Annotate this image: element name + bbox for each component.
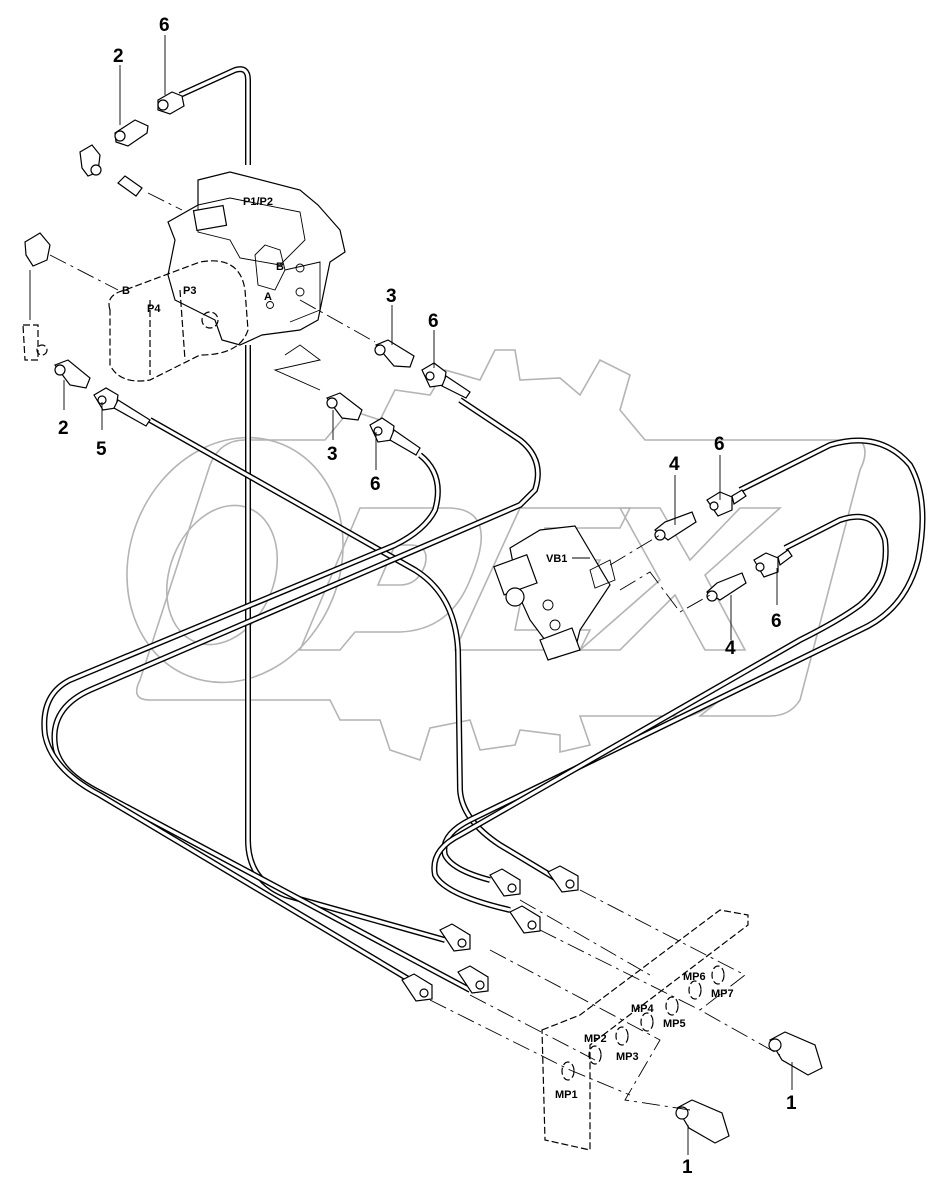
- hoses: [41, 66, 926, 993]
- hose-end-nut: [457, 965, 489, 994]
- callout-2-top: 2: [113, 46, 124, 67]
- adaptor-part-4-lower: [706, 572, 747, 602]
- callout-6-upper: 6: [428, 311, 439, 332]
- elbow-fitting-left: [24, 232, 119, 320]
- adaptor-part-3-upper: [299, 299, 415, 368]
- valve-block-label: VB1: [546, 553, 567, 565]
- hose-end-nut: [547, 865, 579, 893]
- pump-label-p1-p2: P1/P2: [243, 196, 273, 208]
- manifold-port-mp3: MP3: [616, 1051, 639, 1063]
- callouts: 2 6 3 6 2 5 3 6 4 6 6 4 1 1: [58, 15, 797, 1178]
- callout-1-right: 1: [786, 1093, 797, 1114]
- callout-3-upper: 3: [386, 286, 397, 307]
- hose-end-nut: [401, 973, 433, 1002]
- watermark-letter-o-outer: [126, 436, 344, 684]
- hose-right-loop-outer: [441, 437, 926, 883]
- manifold-port-mp4: MP4: [631, 1003, 655, 1015]
- manifold-port-mp5: MP5: [663, 1018, 686, 1030]
- manifold-bracket: MP1 MP2 MP3 MP4 MP5 MP6 MP7: [429, 889, 781, 1151]
- watermark-letter-x: [577, 507, 783, 651]
- manifold-port-mp2: MP2: [584, 1033, 607, 1045]
- adaptor-part-3-mid: [273, 344, 363, 421]
- coupler-part-1-right: [768, 1031, 823, 1076]
- nut-part-6-mid: [369, 417, 421, 456]
- callout-6-mid: 6: [370, 474, 381, 495]
- hose-from-fitting-5: [148, 417, 557, 881]
- port-label-a: A: [264, 291, 272, 303]
- hose-end-nut: [489, 868, 521, 897]
- coupler-part-1-bottom: [675, 1099, 730, 1144]
- callout-6-top: 6: [159, 15, 170, 36]
- manifold-port-mp6: MP6: [683, 971, 706, 983]
- callout-1-bottom: 1: [682, 1157, 693, 1178]
- hose-end-nuts: [401, 865, 579, 1002]
- callout-4-upper: 4: [669, 454, 680, 475]
- adaptor-fitting-top: [117, 175, 183, 211]
- adaptors: [54, 91, 823, 1144]
- port-label-b-left: B: [122, 285, 130, 297]
- callout-2-left: 2: [58, 418, 69, 439]
- manifold-port-mp1: MP1: [555, 1089, 578, 1101]
- hose-end-nut: [509, 905, 541, 934]
- nut-part-6-right-upper: [706, 489, 747, 517]
- pump-p3-p4-auxiliary: [108, 260, 249, 382]
- hose-from-mid-fitting-6: [41, 452, 441, 983]
- pump-label-p4: P4: [147, 303, 161, 315]
- nut-part-6-upper: [421, 362, 471, 399]
- hose-from-upper-fitting-6: [51, 397, 541, 993]
- nut-part-6-right-lower: [753, 549, 793, 578]
- callout-4-lower: 4: [725, 638, 736, 659]
- watermark-gear-outline: [135, 349, 866, 762]
- callout-leaders: [63, 35, 793, 1155]
- callout-6-right-lower: 6: [771, 611, 782, 632]
- manifold-port-mp7: MP7: [711, 988, 734, 1000]
- pump-fittings: [22, 144, 183, 361]
- callout-6-right-upper: 6: [714, 434, 725, 455]
- tee-fitting-left: [22, 324, 48, 361]
- pump-label-p3: P3: [183, 285, 196, 297]
- port-label-b-right: B: [276, 261, 284, 273]
- adaptor-part-4-upper: [654, 511, 697, 541]
- elbow-fitting-top: [79, 144, 102, 177]
- nut-part-5-left: [93, 387, 151, 427]
- hose-right-loop-inner: [431, 513, 889, 913]
- adaptor-part-2-top: [114, 119, 149, 147]
- adaptor-part-2-left: [54, 359, 91, 389]
- callout-3-mid: 3: [327, 444, 338, 465]
- hose-end-nut: [439, 923, 471, 952]
- nut-part-6-top: [157, 91, 185, 115]
- valve-block-vb1: VB1: [493, 525, 711, 661]
- pump-assembly: P1/P2 P3 P4 B A B: [108, 171, 346, 382]
- callout-5-left: 5: [96, 439, 107, 460]
